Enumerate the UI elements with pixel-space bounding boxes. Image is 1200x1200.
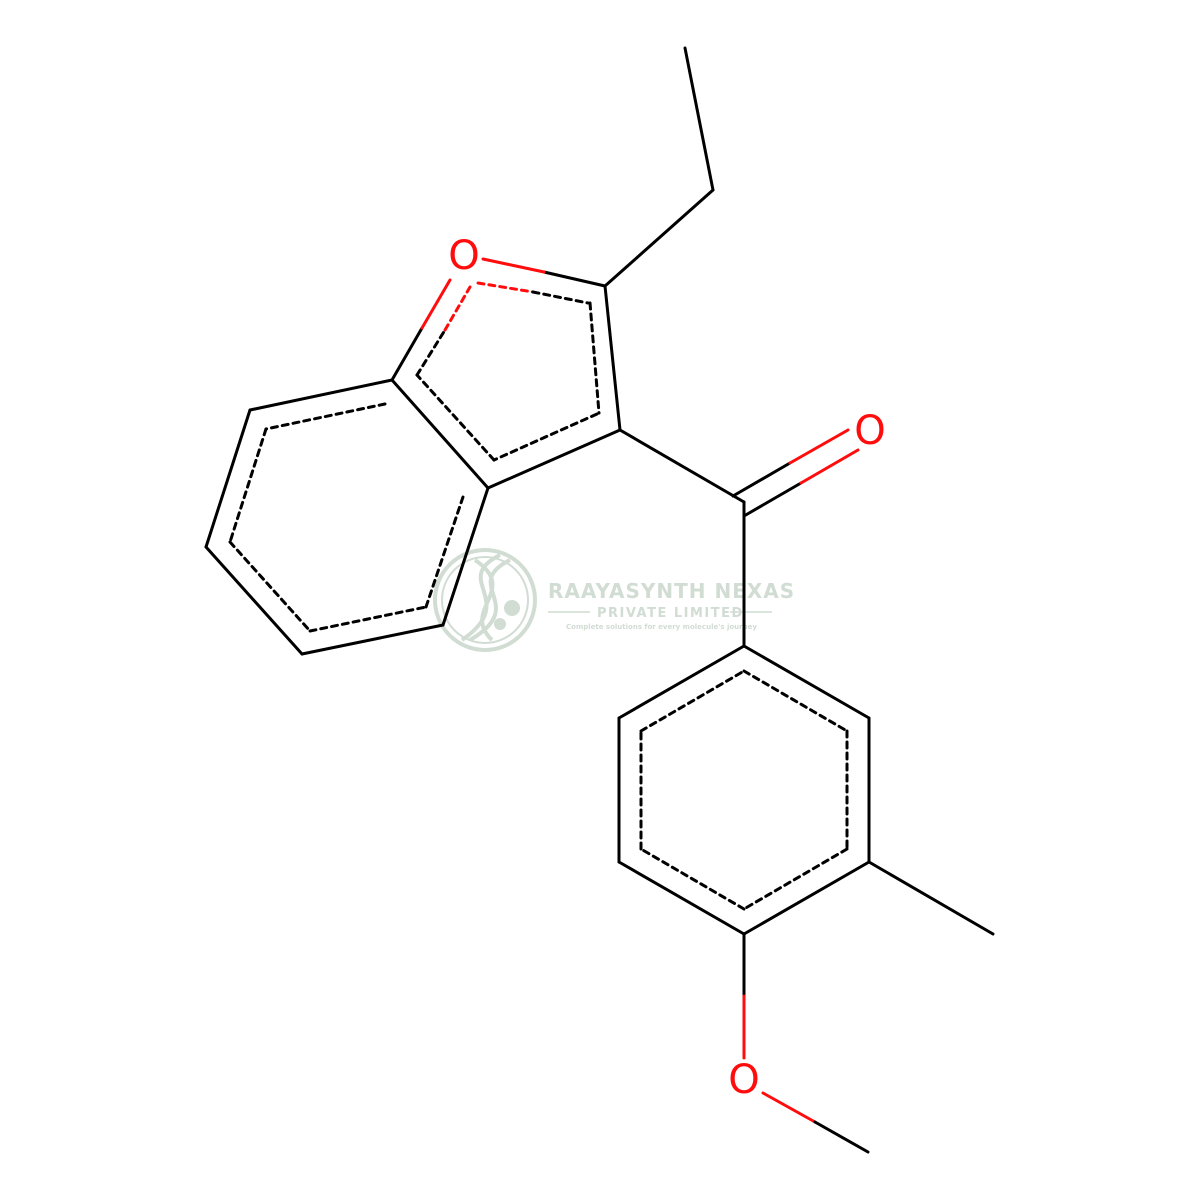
- bond-ethyl-ch2: [603, 188, 715, 288]
- bond-o-ch3-red: [761, 1091, 817, 1124]
- watermark-name: RAAYASYNTH NEXAS: [548, 579, 795, 603]
- bond-ar-c6-c1: [617, 644, 746, 720]
- bond-c4-c3a: [441, 486, 490, 627]
- helix-leaf-logo: [433, 548, 537, 652]
- furan-aromatic-dashes: [415, 281, 601, 462]
- atom-labels: O O O: [448, 233, 885, 1103]
- phenyl-aromatic-dashes: [639, 669, 849, 911]
- bond-c7-c6: [204, 408, 252, 549]
- benzo-aromatic-dashes: [228, 402, 466, 633]
- bond-ar-c4-c5: [617, 860, 746, 936]
- bond-c5-c4: [300, 623, 445, 656]
- bond-c7a-o1-red: [420, 278, 452, 330]
- watermark: RAAYASYNTH NEXAS PRIVATE LIMITED Complet…: [433, 548, 795, 652]
- bond-co-double-1-black: [731, 461, 792, 498]
- bonds: [204, 46, 995, 1154]
- bond-c3a-c7a: [390, 378, 490, 490]
- atom-oxygen-carbonyl: O: [854, 408, 885, 454]
- bond-c7a-c7: [248, 378, 394, 412]
- bond-c2-c3: [603, 284, 622, 432]
- bond-c3-c3a: [486, 428, 622, 490]
- bond-c6-c5: [204, 545, 304, 656]
- bond-ar-c3-c4: [742, 860, 871, 936]
- bond-c7a-o1-black: [390, 326, 424, 382]
- atom-oxygen-furan: O: [448, 233, 479, 279]
- bond-ar-c1-c2: [742, 644, 871, 720]
- bond-co-double-1-red: [788, 428, 850, 465]
- atom-oxygen-methoxy: O: [728, 1057, 759, 1103]
- bond-ar-methyl: [867, 860, 995, 936]
- bond-ethyl-ch3: [683, 46, 715, 192]
- bond-co-double-2-red: [799, 448, 860, 485]
- bond-co-double-2-black: [742, 481, 803, 518]
- bond-c2-o1-black: [542, 270, 607, 288]
- bond-c3-carbonyl: [618, 428, 746, 504]
- watermark-subtitle: PRIVATE LIMITED: [597, 606, 744, 621]
- watermark-tagline: Complete solutions for every molecule's …: [566, 623, 757, 631]
- bond-c2-o1-red: [481, 257, 546, 274]
- bond-o-ch3-black: [813, 1120, 870, 1154]
